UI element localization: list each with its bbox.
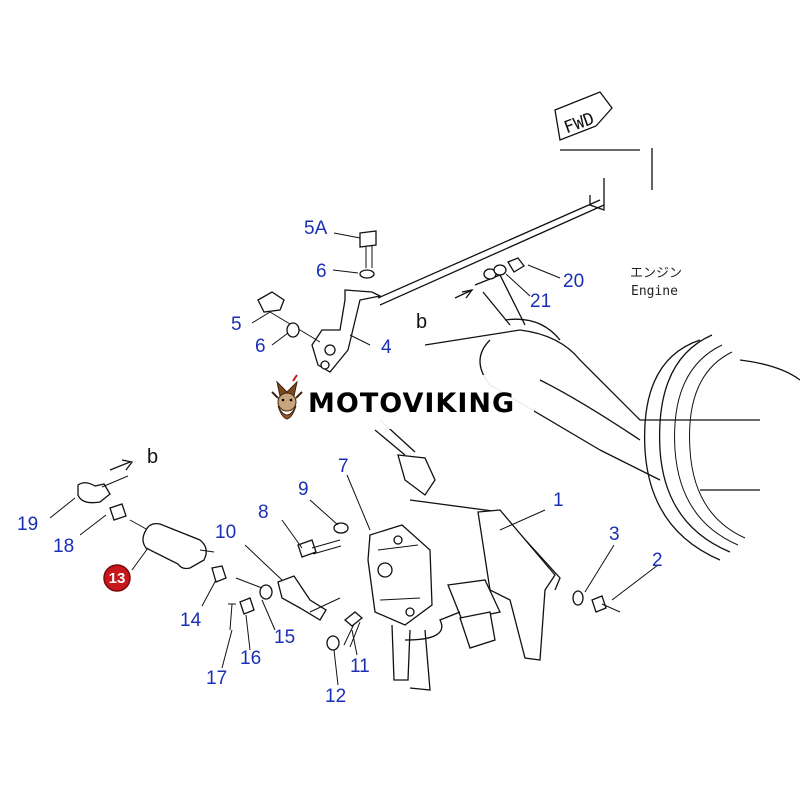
engine-label-english: Engine: [631, 284, 678, 299]
engine-label: エンジン Engine: [630, 266, 682, 299]
viking-logo-icon: [271, 374, 303, 420]
callout-6-lower: 6: [255, 336, 266, 357]
mounting-plate: [447, 509, 556, 661]
sensor-unit: [367, 524, 461, 691]
callout-9: 9: [298, 479, 309, 500]
lever-assembly: [235, 575, 341, 621]
view-marker-left: b: [147, 446, 158, 468]
callout-12: 12: [325, 686, 346, 707]
callout-21: 21: [530, 291, 551, 312]
watermark-text: MOTOVIKING: [308, 388, 515, 419]
callout-6-upper: 6: [316, 261, 327, 282]
callout-5: 5: [231, 314, 242, 335]
callout-18: 18: [53, 536, 74, 557]
engine-outline: [424, 318, 800, 561]
leader-lines: [49, 232, 659, 686]
upper-bracket-assembly: [257, 230, 382, 373]
callout-5a: 5A: [304, 218, 328, 239]
callout-1: 1: [553, 490, 564, 511]
frame-panel: [377, 148, 653, 306]
badge-circle: [103, 564, 131, 592]
fasteners: [297, 522, 621, 651]
rod-assembly-left: [77, 459, 255, 631]
callout-7: 7: [338, 456, 349, 477]
callout-4: 4: [381, 337, 392, 358]
callout-2: 2: [652, 550, 663, 571]
callout-numbers: 1 2 3 4 5 5A 6 6 7 8 9 10 11 12 14 15 16…: [17, 218, 663, 707]
callout-10: 10: [215, 522, 236, 543]
callout-19: 19: [17, 514, 38, 535]
callout-15: 15: [274, 627, 295, 648]
callout-8: 8: [258, 502, 269, 523]
watermark-backdrop: [262, 375, 534, 429]
engine-label-japanese: エンジン: [630, 266, 682, 281]
linkage-arm: [374, 419, 561, 591]
callout-16: 16: [240, 648, 261, 669]
fwd-label: FWD: [561, 109, 597, 138]
fwd-direction-tag: FWD: [554, 91, 613, 141]
callout-20: 20: [563, 271, 584, 292]
callout-11: 11: [350, 656, 370, 677]
callout-17: 17: [206, 668, 227, 689]
callout-14: 14: [180, 610, 202, 631]
highlighted-part-number: 13: [109, 570, 126, 587]
rod-end-assembly-right: [454, 257, 526, 326]
watermark: MOTOVIKING: [262, 374, 534, 429]
highlighted-part-badge[interactable]: 13: [103, 564, 131, 592]
view-marker-right: b: [416, 311, 427, 333]
callout-3: 3: [609, 524, 620, 545]
